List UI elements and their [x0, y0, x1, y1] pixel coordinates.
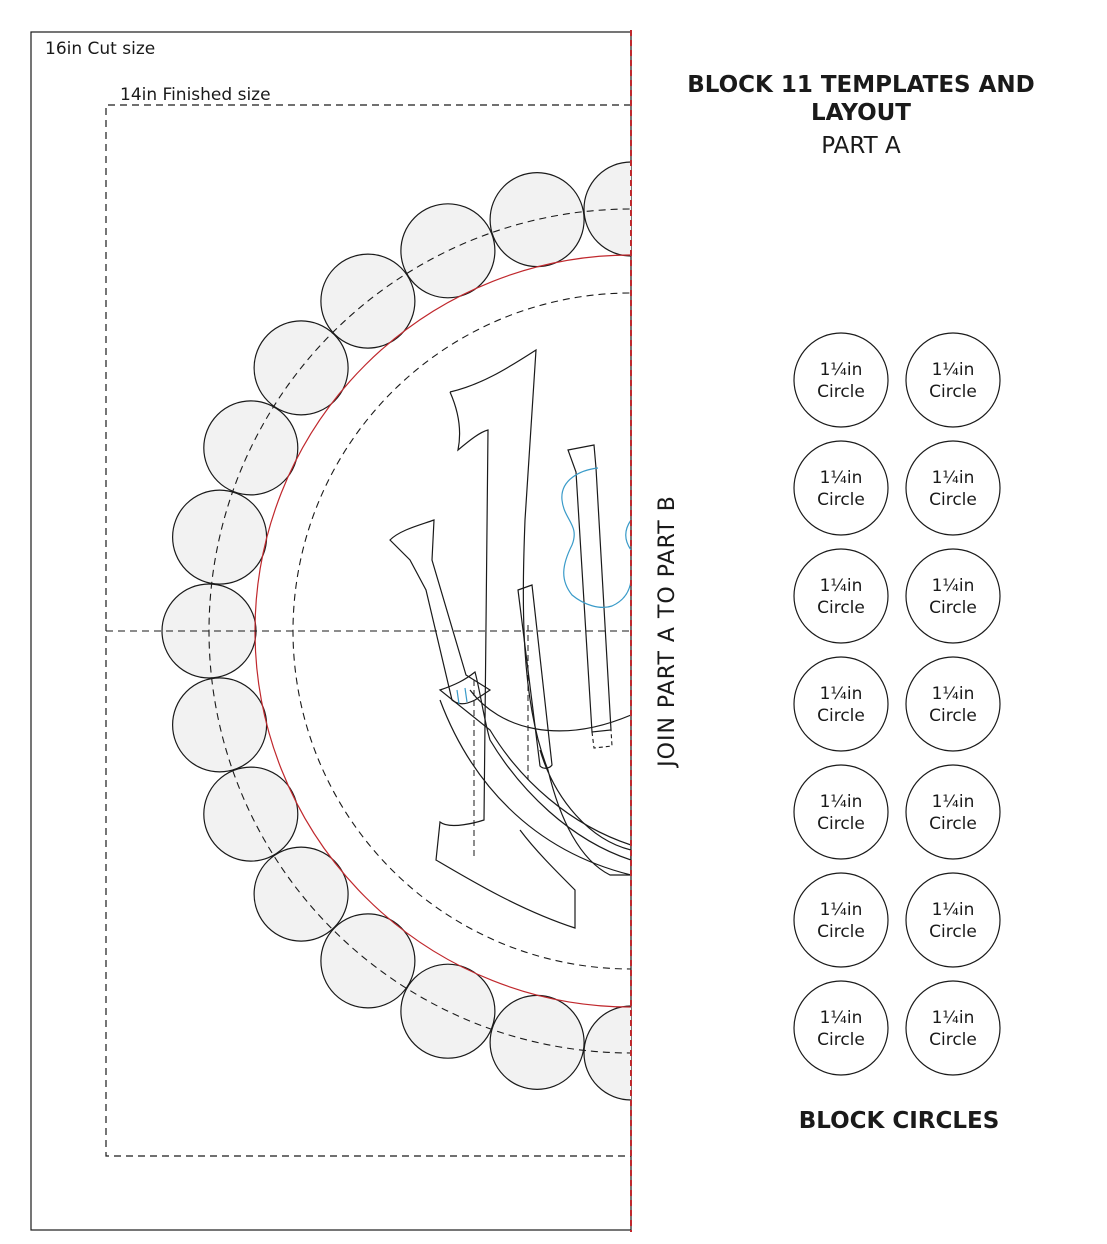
block-circle-outline: [793, 764, 889, 860]
block-circle-size-label: 1¼in: [932, 684, 975, 704]
blue-stitch-line-2: [625, 519, 631, 551]
block-circle-size-label: 1¼in: [932, 576, 975, 596]
block-circle-outline: [905, 332, 1001, 428]
block-circle-shape-label: Circle: [929, 922, 977, 942]
block-circle-shape-label: Circle: [817, 814, 865, 834]
tall-handle-dashed-end: [591, 729, 613, 749]
block-circle-outline: [905, 980, 1001, 1076]
ring-circle: [253, 846, 349, 942]
axe-blade-lower: [438, 670, 631, 861]
ring-circle: [203, 766, 299, 862]
block-circle-size-label: 1¼in: [820, 900, 863, 920]
axe-thin-handle: [517, 584, 553, 769]
block-circle-shape-label: Circle: [817, 598, 865, 618]
tall-handle: [567, 444, 612, 733]
join-label: JOIN PART A TO PART B: [655, 495, 680, 769]
block-circle-outline: [793, 872, 889, 968]
block-circle-outline: [793, 980, 889, 1076]
block-circle-outline: [793, 332, 889, 428]
block-circle-size-label: 1¼in: [820, 576, 863, 596]
block-circle-shape-label: Circle: [817, 382, 865, 402]
block-circles-title: BLOCK CIRCLES: [799, 1108, 1000, 1134]
block-circle-size-label: 1¼in: [820, 360, 863, 380]
ring-circle: [583, 161, 631, 257]
block-circle-size-label: 1¼in: [820, 792, 863, 812]
block-circle-size-label: 1¼in: [820, 1008, 863, 1028]
block-circle-outline: [905, 764, 1001, 860]
block-circle-outline: [905, 548, 1001, 644]
title-line-1: BLOCK 11 TEMPLATES AND: [687, 72, 1035, 98]
block-circle-shape-label: Circle: [929, 490, 977, 510]
block-circle-shape-label: Circle: [817, 490, 865, 510]
circle-ring: [161, 161, 631, 1101]
ring-circle: [320, 913, 416, 1009]
blue-stitch-marks: [456, 687, 468, 705]
block-circle-outline: [793, 548, 889, 644]
block-circle-shape-label: Circle: [929, 598, 977, 618]
block-circle-shape-label: Circle: [929, 706, 977, 726]
ring-circle: [583, 1005, 631, 1101]
axe-handle-left: [389, 519, 492, 705]
block-circle-outline: [793, 656, 889, 752]
block-circle-size-label: 1¼in: [820, 468, 863, 488]
block-circle-size-label: 1¼in: [932, 1008, 975, 1028]
title-part: PART A: [821, 133, 901, 159]
block-circle-size-label: 1¼in: [932, 360, 975, 380]
block-circle-shape-label: Circle: [817, 706, 865, 726]
blue-stitch-line: [561, 467, 631, 608]
inner-arc: [469, 689, 631, 732]
block-circle-outline: [905, 872, 1001, 968]
block-circle-outline: [793, 440, 889, 536]
block-circle-shape-label: Circle: [929, 814, 977, 834]
block-circles-grid: 1¼inCircle1¼inCircle1¼inCircle1¼inCircle…: [793, 332, 1001, 1076]
block-circle-size-label: 1¼in: [820, 684, 863, 704]
block-circle-outline: [905, 440, 1001, 536]
block-circle-shape-label: Circle: [817, 922, 865, 942]
block-circle-outline: [905, 656, 1001, 752]
block-circle-size-label: 1¼in: [932, 900, 975, 920]
finished-size-label: 14in Finished size: [120, 85, 271, 105]
block-circle-shape-label: Circle: [929, 382, 977, 402]
half-block-artwork: [106, 161, 631, 1101]
title-line-2: LAYOUT: [811, 100, 911, 126]
block-circle-size-label: 1¼in: [932, 792, 975, 812]
ring-circle: [400, 203, 496, 299]
block-circle-size-label: 1¼in: [932, 468, 975, 488]
block-circle-shape-label: Circle: [929, 1030, 977, 1050]
block-circle-shape-label: Circle: [817, 1030, 865, 1050]
axe-head-shape: [435, 348, 631, 929]
axe-blade-arc: [439, 699, 631, 876]
cut-size-label: 16in Cut size: [45, 39, 155, 59]
ring-circle: [489, 172, 585, 268]
